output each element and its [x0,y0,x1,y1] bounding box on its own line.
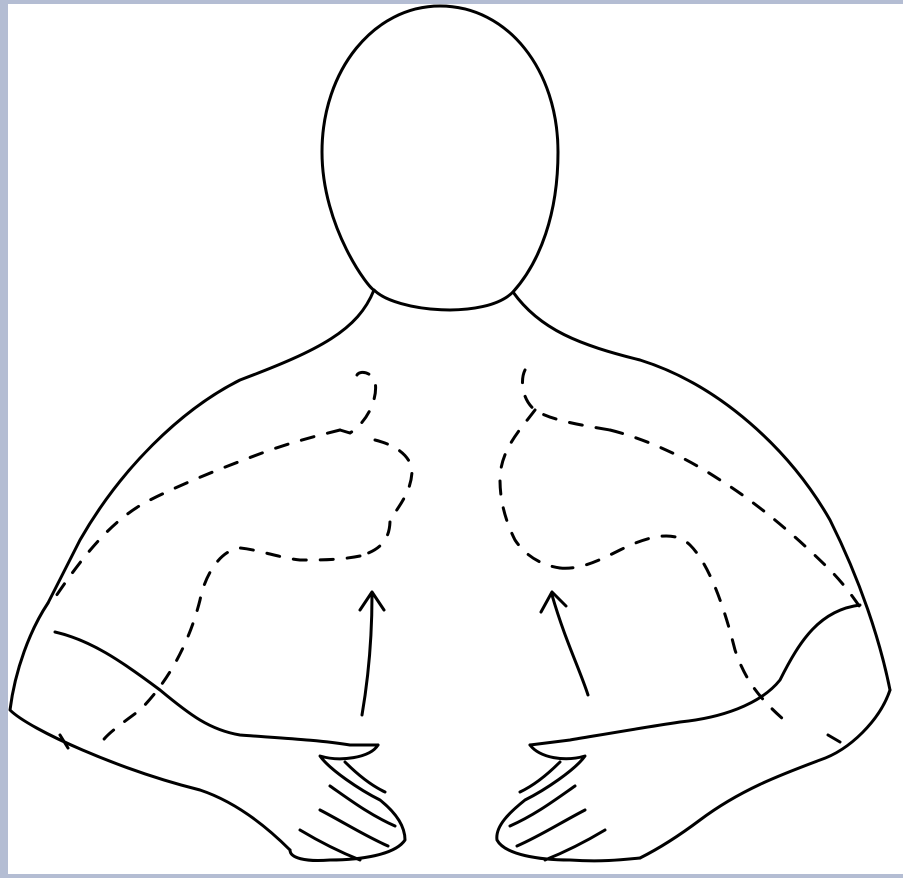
right-hand [497,745,640,861]
head-outline [322,6,558,310]
left-breast-dashed-outline [50,372,412,745]
left-shoulder-line [48,290,374,603]
right-shoulder-line [513,292,890,690]
right-arm-outer [640,690,890,858]
body-diagram [8,4,903,874]
left-arm-outer [10,603,290,850]
left-arm-inner [55,632,378,745]
right-breast-dashed-outline [500,370,862,725]
diagram-canvas [8,4,903,874]
right-arm-crease [828,735,840,742]
right-upward-arrow [541,592,588,695]
left-hand [290,745,405,861]
left-upward-arrow [360,592,384,715]
